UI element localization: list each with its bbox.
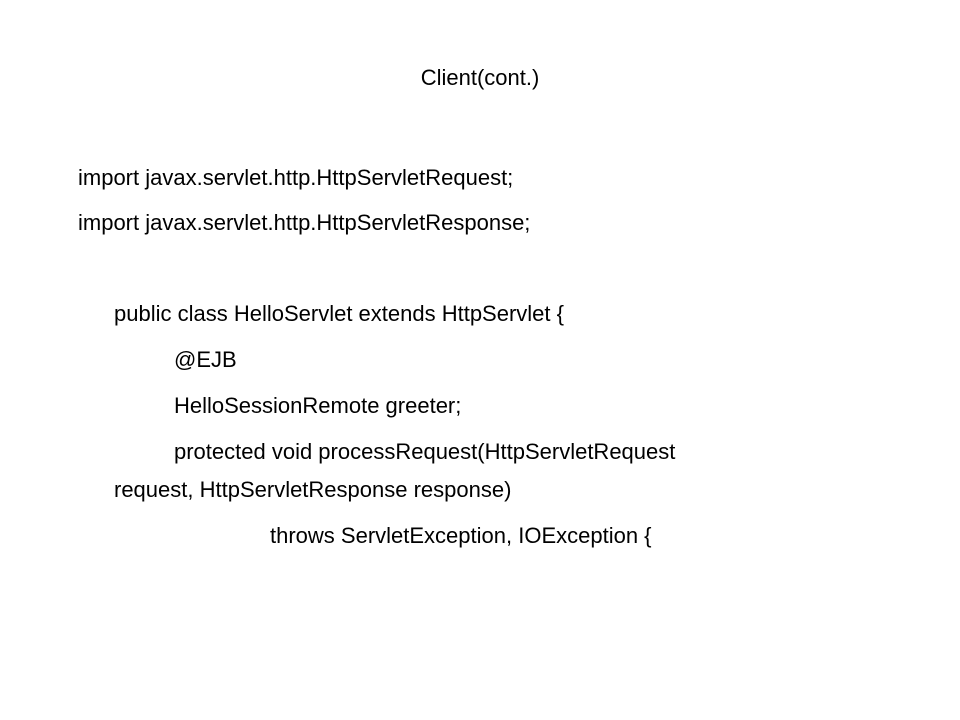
code-line-method-params: request, HttpServletResponse response) — [114, 477, 512, 502]
code-line-method-signature: protected void processRequest(HttpServle… — [174, 439, 676, 464]
code-line-ejb-annotation: @EJB — [174, 347, 237, 372]
code-line-class-declaration: public class HelloServlet extends HttpSe… — [114, 301, 564, 326]
code-line-throws-clause: throws ServletException, IOException { — [270, 523, 652, 548]
code-line-field-declaration: HelloSessionRemote greeter; — [174, 393, 462, 418]
slide-title: Client(cont.) — [420, 65, 540, 90]
code-line-import-response: import javax.servlet.http.HttpServletRes… — [78, 210, 531, 235]
code-line-import-request: import javax.servlet.http.HttpServletReq… — [78, 165, 514, 190]
